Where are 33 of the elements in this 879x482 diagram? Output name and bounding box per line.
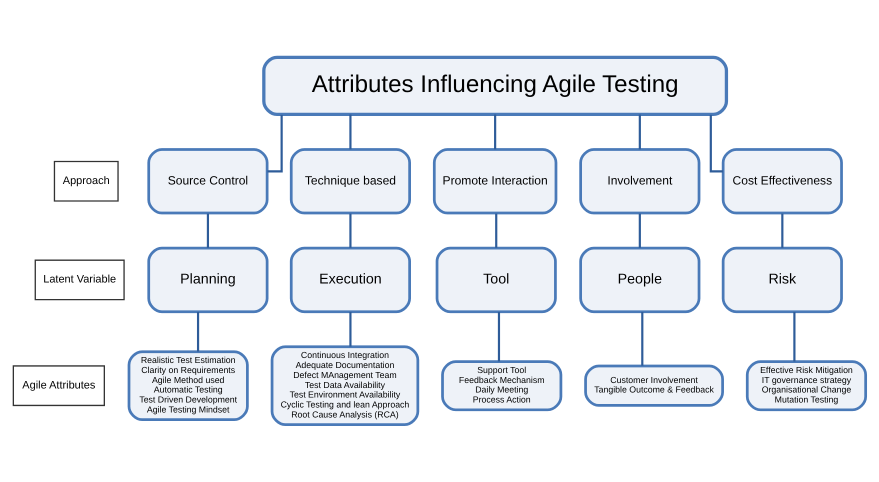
node-box: Agile Attributes	[12, 365, 105, 406]
connector	[498, 312, 500, 362]
node-box: Promote Interaction	[432, 148, 558, 214]
connector	[710, 114, 723, 172]
node-box: Attributes Influencing Agile Testing	[262, 56, 728, 116]
node-box: Latent Variable	[34, 260, 125, 300]
node-box: Tool	[436, 246, 557, 314]
connector	[781, 214, 784, 248]
connector	[349, 214, 352, 248]
connector	[349, 114, 352, 150]
connector	[641, 312, 644, 366]
node-box: Customer Involvement Tangible Outcome & Feedback	[584, 364, 724, 407]
node-box: Realistic Test Estimation Clarity on Requirements Agile Method used Automatic Testing Test Driven Development Agile Testing Mindset	[128, 350, 249, 422]
connector	[206, 214, 210, 248]
node-box: Approach	[54, 160, 119, 202]
connector	[793, 312, 796, 362]
node-box: Involvement	[579, 148, 700, 214]
node-box: Cost Effectiveness	[722, 148, 843, 214]
node-box: Continuous Integration Adequate Documentation Defect MAnagement Team Test Data Availability Test Environment Availability Cyclic Testing and lean Approach Root Cause Analysis (RCA)	[270, 345, 420, 426]
node-box: Effective Risk Mitigation IT governance strategy Organisational Change Mutation Testing	[746, 360, 868, 412]
connector	[349, 312, 352, 347]
node-box: Planning	[147, 246, 268, 314]
node-box: Source Control	[147, 148, 268, 214]
node-box: Technique based	[290, 148, 411, 214]
connector	[196, 312, 200, 352]
connector	[495, 214, 498, 248]
connector	[638, 214, 641, 248]
node-box: Risk	[722, 246, 843, 314]
node-box: Execution	[290, 246, 411, 314]
connector	[638, 114, 641, 150]
connector	[494, 114, 496, 150]
node-box: People	[579, 246, 700, 314]
node-box: Support Tool Feedback Mechanism Daily Meeting Process Action	[441, 360, 562, 412]
